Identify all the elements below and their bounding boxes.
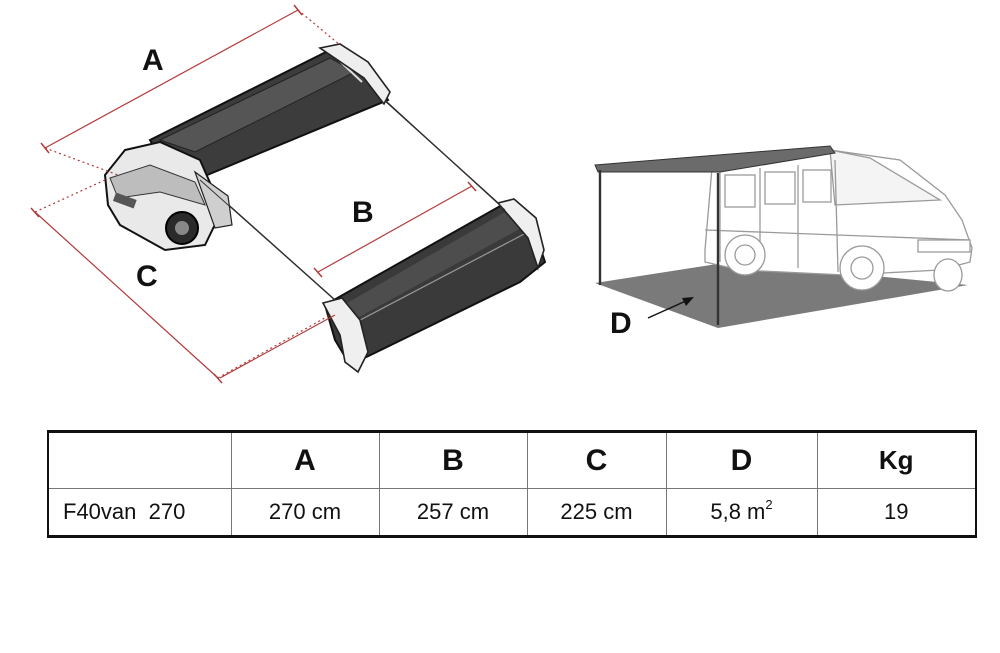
van-illustration xyxy=(594,145,973,328)
arrow-icon xyxy=(682,297,694,306)
table-header-row: A B C D Kg xyxy=(47,431,977,489)
awning-illustration xyxy=(103,43,547,374)
cell-b: 257 cm xyxy=(378,488,528,537)
dimension-label-b: B xyxy=(352,196,374,229)
dimension-lines xyxy=(34,9,473,379)
cell-kg: 19 xyxy=(816,488,977,537)
dimension-ticks xyxy=(30,4,477,384)
awning-diagram: A B C D xyxy=(30,4,973,384)
header-c: C xyxy=(526,431,667,489)
dimension-label-c: C xyxy=(136,260,158,293)
cell-a: 270 cm xyxy=(230,488,380,537)
awning-canopy xyxy=(594,145,836,173)
header-model xyxy=(47,431,232,489)
dimension-label-d: D xyxy=(610,307,632,340)
dimension-label-a: A xyxy=(142,44,164,77)
cell-model: F40van 270 xyxy=(47,488,232,537)
cell-d: 5,8 m2 xyxy=(665,488,818,537)
spec-table: A B C D Kg F40van 270 270 cm 257 cm 225 … xyxy=(47,430,977,538)
lead-bar-end-cap xyxy=(321,297,369,374)
cell-d-value: 5,8 m xyxy=(710,499,766,524)
header-d: D xyxy=(665,431,818,489)
header-kg: Kg xyxy=(816,431,977,489)
header-a: A xyxy=(230,431,380,489)
cell-c: 225 cm xyxy=(526,488,667,537)
table-row: F40van 270 270 cm 257 cm 225 cm 5,8 m2 1… xyxy=(47,488,977,537)
cassette-end-cap xyxy=(317,43,391,106)
header-b: B xyxy=(378,431,528,489)
cell-d-superscript: 2 xyxy=(765,497,773,512)
